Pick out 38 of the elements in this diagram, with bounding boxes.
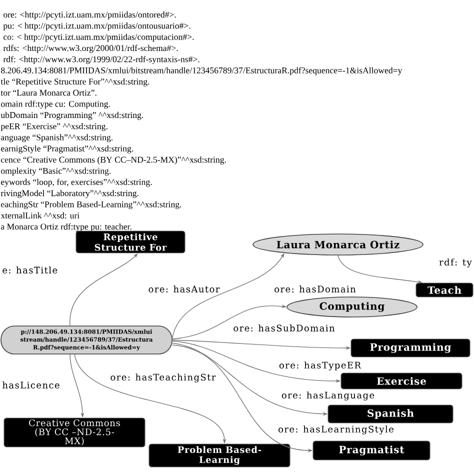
value-box: Creative Commons (BY CC –ND-2.5- MX) [4, 418, 146, 448]
value-box: Programming [350, 338, 470, 358]
code-line: tor “Laura Monarca Ortiz”. [0, 90, 96, 96]
code-line: co: < http://pcyti.izt.uam.mx/pmiidas/computacion#>. [4, 34, 194, 42]
code-line: peER “Exercise” ^^xsd:string. [0, 123, 108, 131]
edge-label: ore: hasLanguage [280, 390, 376, 402]
value-box: Exercise [340, 372, 462, 390]
code-line: 8.206.49.134:8081/PMIIDAS/xmlui/bitstream/handle/123456789/37/EstructuraR.pdf?sequence=-1&isAllowed=y [1, 67, 402, 76]
code-line: xternalLink ^^xsd: uri [0, 212, 80, 218]
value-box: Problem Based- Learnig [148, 444, 290, 468]
edge-label: ore: hasAutor [147, 284, 221, 294]
value-box: Spanish [328, 404, 454, 424]
code-line: cence “Creative Commons (BY CC–ND-2.5-MX)”^^xsd:string. [1, 156, 226, 164]
code-line: ubDomain “Programming” ^^xsd:string. [0, 112, 144, 120]
edge-label: ore: hasLearningStyle [277, 424, 395, 436]
code-line: eywords “loop, for, exercises”^^xsd:string. [1, 178, 152, 187]
edge-label: hasLicence [1, 380, 61, 390]
edge-label: ore: hasSubDomain [232, 324, 336, 332]
code-line: anguage “Spanish”^^xsd:string. [1, 134, 112, 142]
code-line: rdfs: <http://www.w3.org/2000/01/rdf-schema#>. [3, 44, 178, 53]
edge-label: ore: hasTeachingStr [109, 372, 217, 384]
value-box: Pragmatist [312, 440, 430, 460]
edge-label: ore: hasTypeER [278, 360, 362, 372]
code-line: omplexity “Basic”^^xsd:string. [1, 168, 111, 176]
value-box: Teach [416, 282, 474, 298]
code-line: ore: <http://pcyti.izt.uam.mx/pmiidas/ontored#>. [4, 11, 176, 20]
code-line: omain rdf:type cu: Computing. [1, 100, 110, 109]
code-line: rdf: <http://www.w3.org/1999/02/22-rdf-syntaxis-ns#>. [3, 56, 200, 64]
edge-label: ore: hasDomain [273, 284, 357, 294]
code-line: eachingStr “Problem Based-Learning”^^xsd:string. [1, 201, 182, 210]
code-line: a Monarca Ortiz rdf:type pu: teacher. [1, 223, 132, 232]
edge-label: e: hasTitle [1, 266, 59, 274]
edge-label: rdf: ty [438, 258, 473, 268]
code-line: earnigStyle “Pragmatist”^^xsd:string. [1, 145, 134, 154]
code-line: tle “Repetitive Structure For”^^xsd:string. [0, 78, 150, 86]
code-line: rivingModel “Laboratory”^^xsd:string. [0, 190, 138, 198]
code-line: pu: < http://pcyti.izt.uam.mx/pmiidas/ontousuario#>. [3, 22, 190, 31]
value-box: Repetitive Structure For [76, 230, 186, 254]
